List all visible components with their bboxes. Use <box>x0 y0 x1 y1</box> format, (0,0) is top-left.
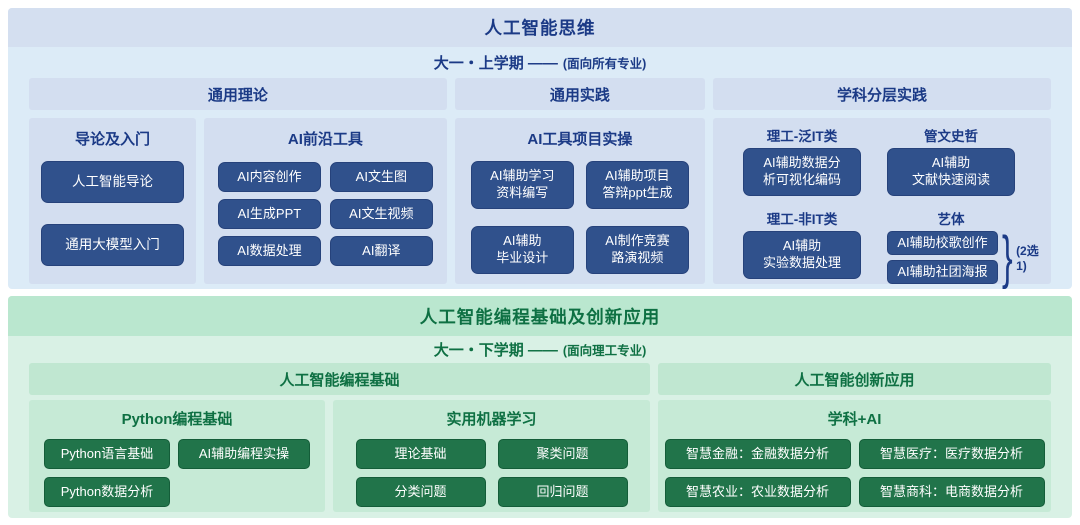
course-box: Python数据分析 <box>44 477 170 507</box>
course-box: 人工智能导论 <box>41 161 184 203</box>
panel-heading: 学科+AI <box>827 411 882 428</box>
semester-subtitle: 大一・下学期 —— (面向理工专业) <box>8 336 1072 363</box>
course-box: AI翻译 <box>329 236 433 266</box>
course-box: Python语言基础 <box>44 439 170 469</box>
group-heading: 理工-非IT类 <box>766 212 838 227</box>
audience-label: (面向所有专业) <box>562 57 647 71</box>
course-box: AI辅助 文献快速阅读 <box>887 148 1015 196</box>
course-box: AI辅助社团海报 <box>887 260 999 284</box>
course-box: AI数据处理 <box>218 236 321 266</box>
course-box: AI辅助编程实操 <box>178 439 310 469</box>
course-box: 聚类问题 <box>497 439 628 469</box>
course-box: 理论基础 <box>355 439 486 469</box>
course-box: AI内容创作 <box>218 162 321 192</box>
course-box: AI辅助 实验数据处理 <box>743 231 861 279</box>
panel-ai-project-practice: AI工具项目实操 AI辅助学习 资料编写 AI辅助项目 答辩ppt生成 AI辅助… <box>454 118 705 284</box>
columns-row: 通用理论 导论及入门 人工智能导论 通用大模型入门 AI前沿工具 AI内容创作 <box>8 78 1072 289</box>
panel-heading: AI工具项目实操 <box>527 131 633 148</box>
group-arts-sports: 艺体 AI辅助校歌创作 AI辅助社团海报 } (2选1) <box>877 208 1045 289</box>
group-stem-it: 理工-泛IT类 AI辅助数据分 析可视化编码 <box>727 125 877 196</box>
semester-label: 大一・上学期 —— <box>433 55 558 72</box>
audience-label: (面向理工专业) <box>562 344 647 358</box>
section-title: 人工智能编程基础及创新应用 <box>8 296 1072 336</box>
choose-one-note: (2选1) <box>1016 244 1039 273</box>
section-title: 人工智能思维 <box>8 8 1072 47</box>
column-innovation-apps: 人工智能创新应用 学科+AI 智慧金融：金融数据分析 智慧医疗：医疗数据分析 智… <box>658 363 1051 512</box>
panel-discipline-groups: 理工-泛IT类 AI辅助数据分 析可视化编码 管文史哲 AI辅助 文献快速阅读 … <box>713 118 1051 289</box>
column-header-general-theory: 通用理论 <box>29 78 447 110</box>
group-stem-non-it: 理工-非IT类 AI辅助 实验数据处理 <box>727 208 877 284</box>
columns-row: 人工智能编程基础 Python编程基础 Python语言基础 AI辅助编程实操 … <box>8 363 1072 512</box>
group-heading: 艺体 <box>937 212 965 227</box>
column-general-practice: 通用实践 AI工具项目实操 AI辅助学习 资料编写 AI辅助项目 答辩ppt生成… <box>454 78 705 284</box>
course-box: 智慧商科：电商数据分析 <box>858 477 1045 507</box>
course-box: 智慧农业：农业数据分析 <box>664 477 851 507</box>
column-header-general-practice: 通用实践 <box>454 78 705 110</box>
column-general-theory: 通用理论 导论及入门 人工智能导论 通用大模型入门 AI前沿工具 AI内容创作 <box>29 78 447 284</box>
group-heading: 理工-泛IT类 <box>766 129 838 144</box>
panel-intro: 导论及入门 人工智能导论 通用大模型入门 <box>29 118 196 284</box>
panel-heading: AI前沿工具 <box>287 131 363 148</box>
course-box: 通用大模型入门 <box>41 224 184 266</box>
course-box: 回归问题 <box>497 477 628 507</box>
column-programming-foundation: 人工智能编程基础 Python编程基础 Python语言基础 AI辅助编程实操 … <box>29 363 650 512</box>
column-layered-practice: 学科分层实践 理工-泛IT类 AI辅助数据分 析可视化编码 管文史哲 AI辅助 … <box>713 78 1051 289</box>
course-box: AI辅助 毕业设计 <box>470 226 574 274</box>
group-heading: 管文史哲 <box>924 129 978 144</box>
panel-heading: Python编程基础 <box>121 411 233 428</box>
group-humanities: 管文史哲 AI辅助 文献快速阅读 <box>877 125 1045 196</box>
section-ai-thinking: 人工智能思维 大一・上学期 —— (面向所有专业) 通用理论 导论及入门 人工智… <box>8 8 1072 289</box>
course-box: AI辅助校歌创作 <box>887 231 999 255</box>
course-box: AI文生视频 <box>329 199 433 229</box>
column-header-programming-foundation: 人工智能编程基础 <box>29 363 650 395</box>
course-box: 智慧医疗：医疗数据分析 <box>858 439 1045 469</box>
section-ai-programming: 人工智能编程基础及创新应用 大一・下学期 —— (面向理工专业) 人工智能编程基… <box>8 296 1072 518</box>
course-box: 分类问题 <box>355 477 486 507</box>
course-box: AI文生图 <box>329 162 433 192</box>
panel-python-basics: Python编程基础 Python语言基础 AI辅助编程实操 Python数据分… <box>29 400 325 512</box>
brace-glyph: } <box>1002 225 1013 289</box>
course-box: AI制作竞赛 路演视频 <box>585 226 689 274</box>
course-box: AI生成PPT <box>218 199 321 229</box>
course-box: AI辅助学习 资料编写 <box>470 161 574 209</box>
semester-subtitle: 大一・上学期 —— (面向所有专业) <box>8 47 1072 78</box>
column-header-layered-practice: 学科分层实践 <box>713 78 1051 110</box>
course-box: AI辅助数据分 析可视化编码 <box>743 148 861 196</box>
panel-subject-plus-ai: 学科+AI 智慧金融：金融数据分析 智慧医疗：医疗数据分析 智慧农业：农业数据分… <box>658 400 1051 512</box>
panel-ai-frontier-tools: AI前沿工具 AI内容创作 AI文生图 AI生成PPT AI文生视频 AI数据处… <box>204 118 447 284</box>
course-box: AI辅助项目 答辩ppt生成 <box>585 161 689 209</box>
panel-heading: 实用机器学习 <box>446 411 537 428</box>
panel-heading: 导论及入门 <box>74 131 150 148</box>
semester-label: 大一・下学期 —— <box>433 342 558 359</box>
column-header-innovation-apps: 人工智能创新应用 <box>658 363 1051 395</box>
panel-machine-learning: 实用机器学习 理论基础 聚类问题 分类问题 回归问题 <box>333 400 650 512</box>
course-box: 智慧金融：金融数据分析 <box>664 439 851 469</box>
